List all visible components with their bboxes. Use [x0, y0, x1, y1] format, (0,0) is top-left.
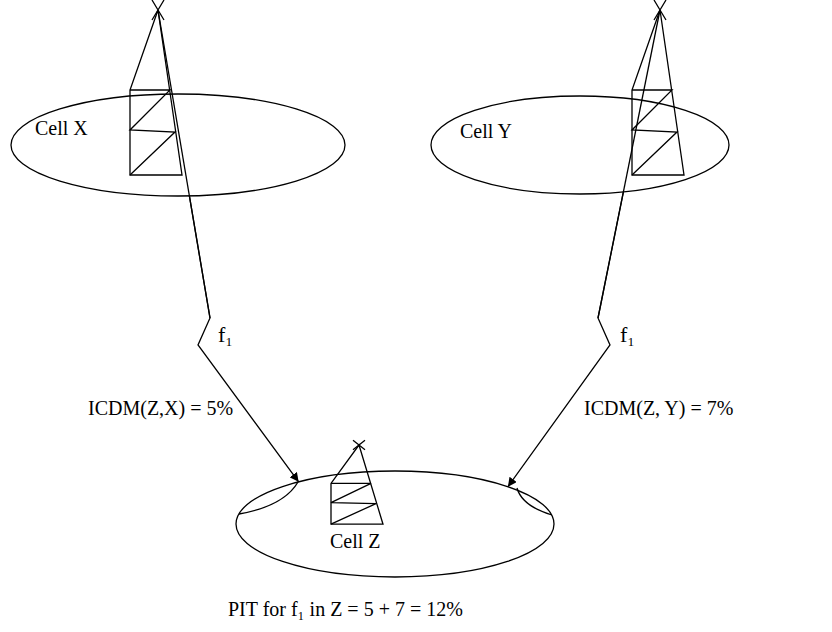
antenna-tower	[331, 440, 383, 524]
cell-name: Cell X	[35, 117, 88, 140]
result-note: PIT for f₁ in Z = 5 + 7 = 12%	[228, 598, 463, 621]
cell-name: Cell Y	[460, 120, 512, 143]
signal-arrow	[508, 192, 623, 487]
cell-outline	[10, 93, 346, 197]
antenna-tower	[632, 0, 684, 175]
antenna-tower	[130, 0, 182, 175]
interference-value: ICDM(Z,X) = 5%	[88, 397, 233, 420]
cell-name: Cell Z	[330, 530, 381, 553]
cell-outline	[430, 95, 730, 195]
cell-coverage: Cell Z	[235, 470, 555, 578]
cell-coverage: Cell Y	[430, 95, 730, 195]
interference-boundary	[239, 482, 298, 514]
interference-value: ICDM(Z, Y) = 7%	[584, 397, 733, 420]
tower-bracing	[331, 483, 376, 524]
signal-arrow	[189, 196, 298, 482]
tower-frame	[632, 10, 684, 175]
cell-coverage: Cell X	[10, 93, 346, 197]
frequency-label: f₁	[216, 322, 235, 347]
cell-ellipse	[236, 471, 554, 577]
cell-outline	[235, 470, 555, 578]
cell-ellipse	[11, 94, 345, 196]
tower-bracing	[130, 90, 175, 175]
tower-antenna	[353, 440, 365, 450]
tower-frame	[331, 445, 383, 524]
tower-frame	[130, 10, 182, 175]
frequency-label: f₁	[618, 322, 637, 347]
cell-ellipse	[431, 96, 729, 194]
